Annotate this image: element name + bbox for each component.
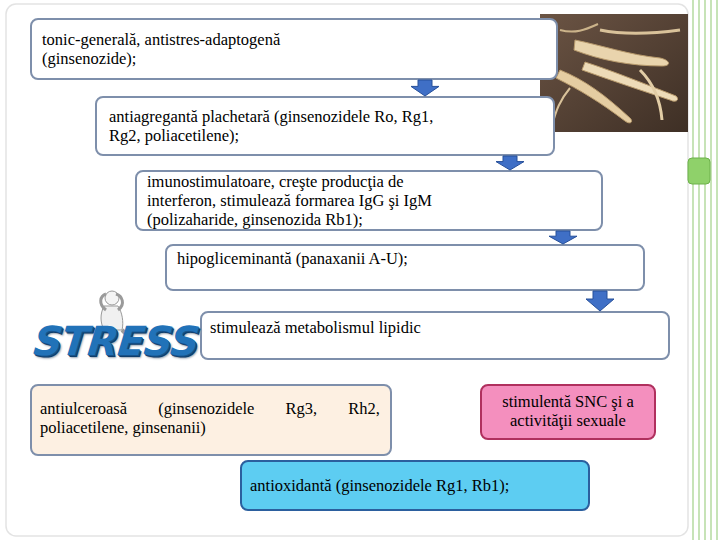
- block-arrow: [496, 156, 524, 170]
- effect-box: hipogliceminantă (panaxanii A-U);: [165, 244, 645, 291]
- slide-frame: [6, 4, 688, 536]
- effect-text: tonic-generală, antistres-adaptogenă (gi…: [42, 30, 372, 68]
- block-arrow: [411, 80, 439, 96]
- effect-text: antiagregantă plachetară (ginsenozidele …: [109, 107, 454, 145]
- effect-text: antiulceroasă (ginsenozidele Rg3, Rh2, p…: [40, 399, 380, 437]
- effect-box: tonic-generală, antistres-adaptogenă (gi…: [30, 18, 558, 80]
- effect-box: imunostimulatoare, creşte producţia de i…: [135, 170, 603, 231]
- effect-box: antiulceroasă (ginsenozidele Rg3, Rh2, p…: [30, 384, 392, 456]
- stress-word: STRESS: [32, 318, 201, 364]
- effect-box: stimulentă SNC şi a activităţii sexuale: [480, 384, 656, 440]
- side-stripes: [693, 0, 717, 540]
- ginseng-photo: [540, 14, 688, 132]
- effect-text: imunostimulatoare, creşte producţia de i…: [147, 172, 465, 229]
- effect-box: stimulează metabolismul lipidic: [200, 311, 670, 360]
- effect-box: antiagregantă plachetară (ginsenozidele …: [95, 96, 555, 156]
- block-arrow: [586, 291, 614, 311]
- effect-box: antioxidantă (ginsenozidele Rg1, Rb1);: [240, 460, 590, 511]
- effect-text: stimulează metabolismul lipidic: [210, 318, 610, 337]
- effect-text: antioxidantă (ginsenozidele Rg1, Rb1);: [250, 476, 580, 495]
- effect-text: hipogliceminantă (panaxanii A-U);: [177, 249, 577, 268]
- side-marker: [688, 158, 710, 184]
- effect-text: stimulentă SNC şi a activităţii sexuale: [487, 392, 649, 430]
- block-arrow: [549, 231, 577, 244]
